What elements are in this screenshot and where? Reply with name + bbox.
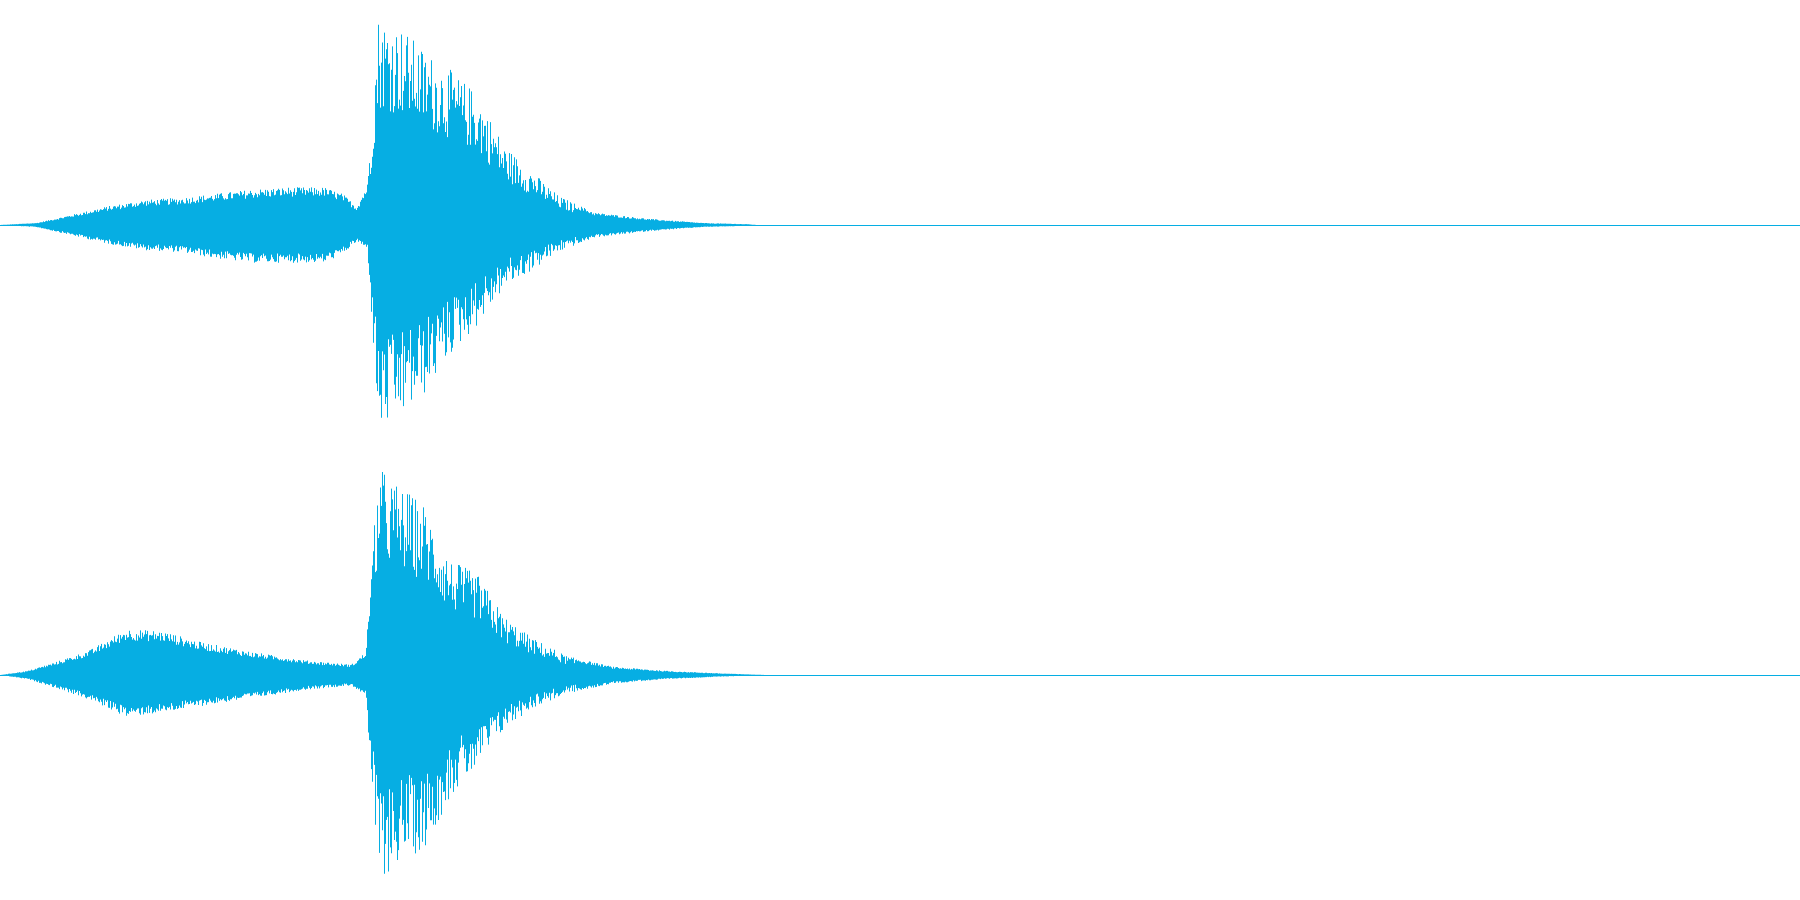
waveform-signal: [1, 24, 756, 418]
waveform-channel-left: [0, 24, 1800, 418]
waveform-channel-right: [0, 472, 1800, 874]
waveform-signal: [1, 472, 764, 874]
